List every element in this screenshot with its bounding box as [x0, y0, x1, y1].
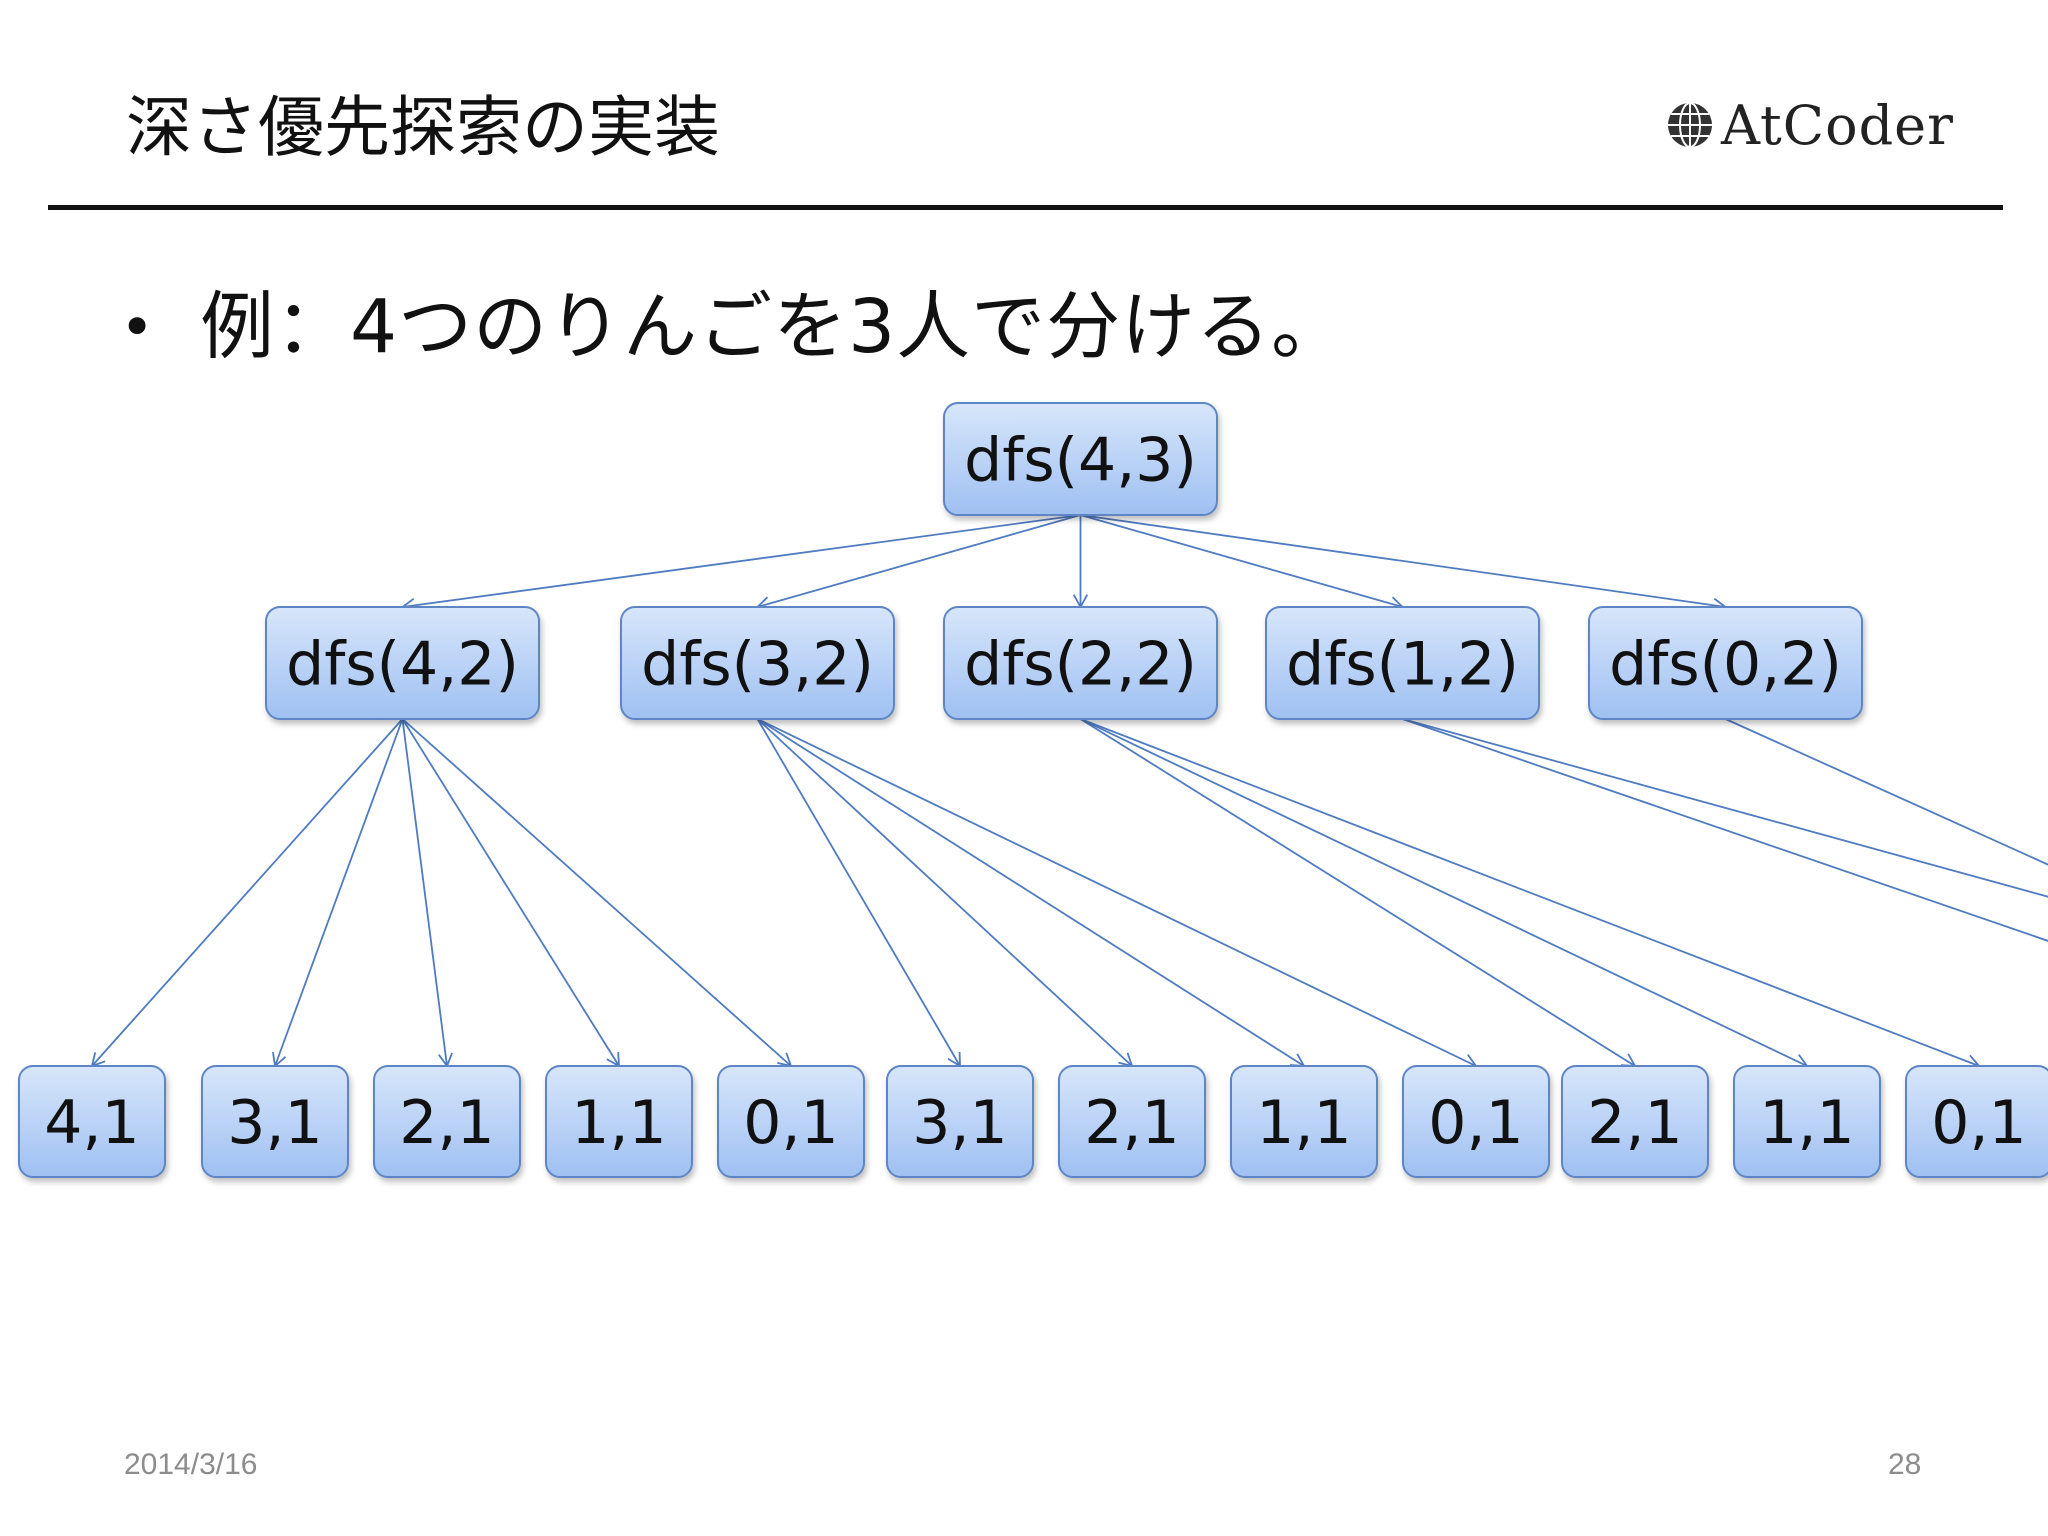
slide-title: 深さ優先探索の実装 — [126, 89, 720, 166]
node-leaf-l3: 1,1 — [545, 1065, 693, 1178]
node-leaf-l9: 2,1 — [1561, 1065, 1709, 1178]
node-leaf-l5-label: 3,1 — [912, 1088, 1007, 1158]
edge-root-to-b — [755, 514, 1081, 611]
node-leaf-l9-label: 2,1 — [1587, 1088, 1682, 1158]
bullet-text: 例：4つのりんごを3人で分ける。 — [200, 284, 1347, 370]
edge-root-to-e — [1080, 514, 1728, 613]
node-leaf-l2: 2,1 — [373, 1065, 521, 1178]
edge-a-to-l1 — [272, 718, 404, 1068]
footer-date: 2014/3/16 — [124, 1448, 258, 1481]
node-leaf-l0: 4,1 — [18, 1065, 166, 1178]
node-leaf-l7-label: 1,1 — [1256, 1088, 1351, 1158]
node-leaf-l11: 0,1 — [1905, 1065, 2048, 1178]
page-number: 28 — [1888, 1448, 1922, 1481]
node-root: dfs(4,3) — [943, 402, 1218, 516]
logo-text: AtCoder — [1721, 93, 1954, 157]
node-leaf-l11-label: 0,1 — [1931, 1088, 2026, 1158]
edge-b-to-l7 — [757, 718, 1306, 1068]
edge-a-to-l0 — [90, 718, 404, 1068]
node-c: dfs(2,2) — [943, 606, 1218, 720]
edge-root-to-c — [1072, 515, 1089, 609]
node-b-label: dfs(3,2) — [641, 630, 874, 700]
edge-c-to-l11 — [1080, 718, 1981, 1069]
edge-b-to-l8 — [757, 718, 1478, 1068]
edge-a-to-l4 — [401, 718, 793, 1068]
edge-d-offscreen-0 — [1402, 718, 2048, 898]
node-d: dfs(1,2) — [1265, 606, 1540, 720]
edge-a-to-l3 — [401, 718, 620, 1068]
node-leaf-l1-label: 3,1 — [227, 1088, 322, 1158]
node-leaf-l6-label: 2,1 — [1084, 1088, 1179, 1158]
node-leaf-l10: 1,1 — [1733, 1065, 1881, 1178]
node-root-label: dfs(4,3) — [964, 426, 1197, 496]
node-a: dfs(4,2) — [265, 606, 540, 720]
node-d-label: dfs(1,2) — [1286, 630, 1519, 700]
node-leaf-l8-label: 0,1 — [1428, 1088, 1523, 1158]
node-leaf-l5: 3,1 — [886, 1065, 1034, 1178]
edge-b-to-l5 — [756, 718, 961, 1068]
node-leaf-l8: 0,1 — [1402, 1065, 1550, 1178]
node-leaf-l10-label: 1,1 — [1759, 1088, 1854, 1158]
edges-layer — [90, 514, 2048, 1069]
title-divider — [48, 205, 2003, 210]
node-leaf-l3-label: 1,1 — [571, 1088, 666, 1158]
node-leaf-l6: 2,1 — [1058, 1065, 1206, 1178]
node-leaf-l0-label: 4,1 — [44, 1088, 139, 1158]
globe-icon — [1668, 102, 1712, 148]
node-leaf-l1: 3,1 — [201, 1065, 349, 1178]
bullet-item: • 例：4つのりんごを3人で分ける。 — [120, 282, 1346, 372]
node-b: dfs(3,2) — [620, 606, 895, 720]
edge-c-to-l10 — [1080, 718, 1809, 1068]
node-e: dfs(0,2) — [1588, 606, 1863, 720]
edge-root-to-d — [1080, 514, 1405, 611]
bullet-dot: • — [120, 293, 155, 361]
edge-a-to-l2 — [401, 718, 453, 1068]
node-c-label: dfs(2,2) — [964, 630, 1197, 700]
nodes-layer: dfs(4,3) dfs(4,2) dfs(3,2) dfs(2,2) dfs(1,2)… — [18, 402, 2048, 1178]
node-e-label: dfs(0,2) — [1609, 630, 1842, 700]
edge-d-offscreen-1 — [1402, 718, 2048, 942]
node-leaf-l2-label: 2,1 — [399, 1088, 494, 1158]
node-leaf-l4: 0,1 — [717, 1065, 865, 1178]
atcoder-logo: AtCoder — [1665, 90, 1954, 160]
edge-b-to-l6 — [756, 718, 1134, 1068]
node-leaf-l4-label: 0,1 — [743, 1088, 838, 1158]
node-leaf-l7: 1,1 — [1230, 1065, 1378, 1178]
edge-e-offscreen-0 — [1725, 718, 2048, 866]
node-a-label: dfs(4,2) — [286, 630, 519, 700]
edge-root-to-a — [400, 514, 1081, 613]
